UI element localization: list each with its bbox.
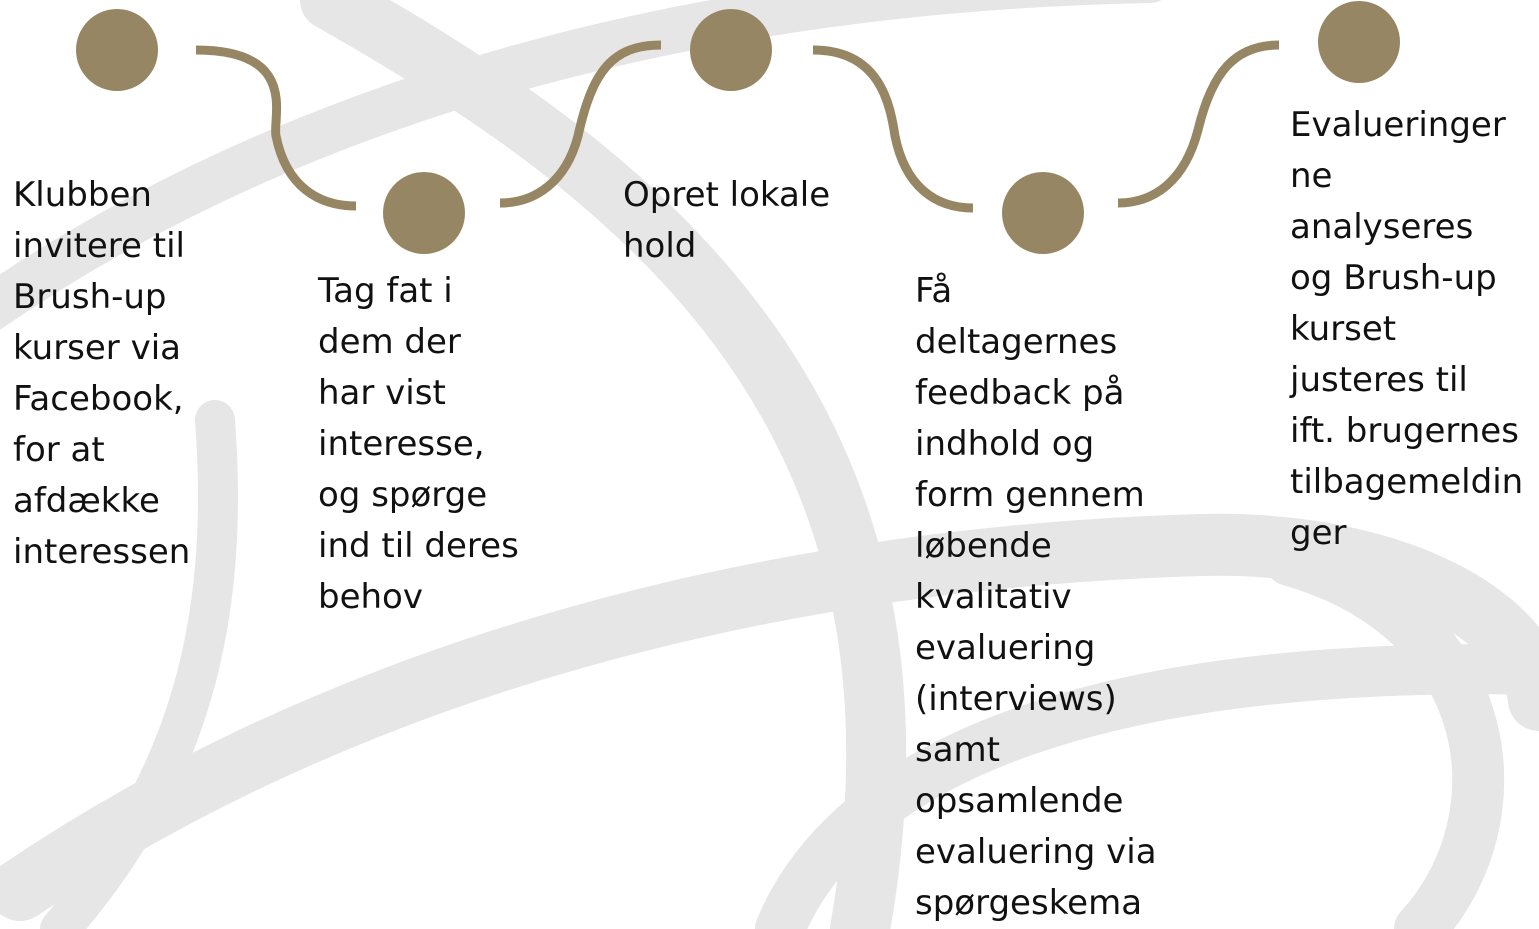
step-1-node <box>76 9 158 91</box>
connector-2-3 <box>499 40 662 208</box>
background-stroke-right-bowl <box>1264 534 1505 929</box>
step-5-node <box>1318 1 1400 83</box>
step-4-text: Få deltagernes feedback på indhold og fo… <box>915 271 1157 923</box>
step-5-text: Evalueringer ne analyseres og Brush-up k… <box>1290 105 1524 553</box>
connector-3-4 <box>812 45 974 213</box>
step-4-node <box>1002 172 1084 254</box>
step-3-node <box>690 9 772 91</box>
step-2-node <box>383 172 465 254</box>
background-stroke-wide-sweep <box>0 513 1539 921</box>
background-stroke-lower-loop <box>755 644 1539 929</box>
connector-4-5 <box>1117 40 1280 208</box>
step-1-text: Klubben invitere til Brush-up kurser via… <box>13 175 191 572</box>
connector-1-2 <box>195 45 357 211</box>
background-stroke-right-diagonal <box>300 0 907 929</box>
connector-group <box>195 40 1280 213</box>
step-3-text: Opret lokale hold <box>623 175 831 266</box>
step-2-text: Tag fat i dem der har vist interesse, og… <box>318 271 519 617</box>
